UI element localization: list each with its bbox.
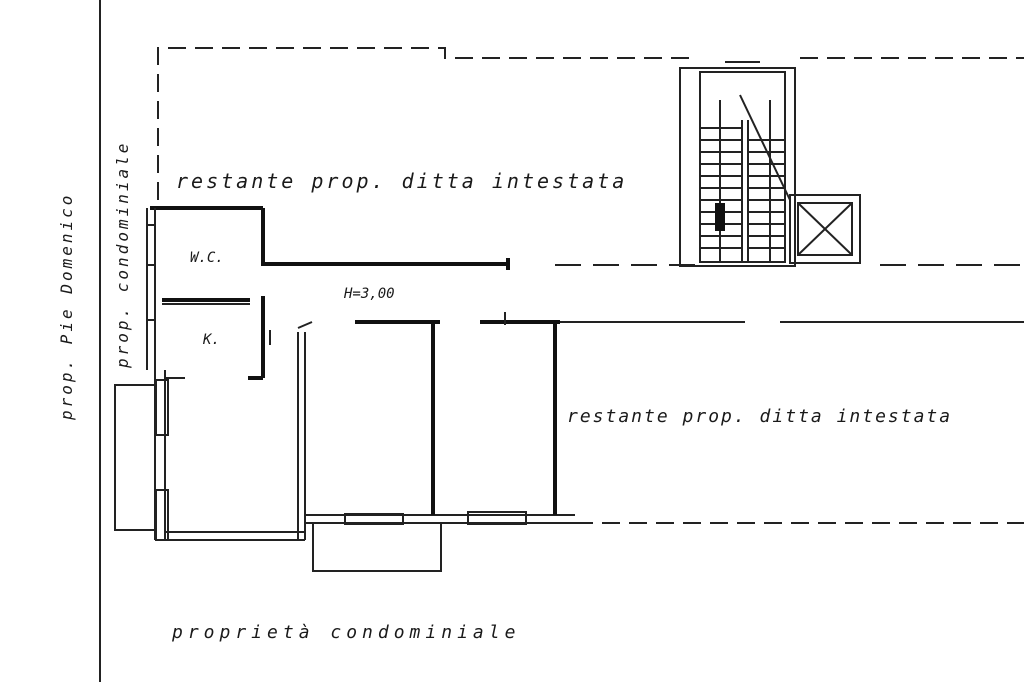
apartment-walls — [114, 206, 575, 572]
label-left-outer: prop. Pie Domenico — [57, 193, 76, 421]
elevator-shaft — [789, 194, 861, 264]
label-right-area: restante prop. ditta intestata — [567, 406, 952, 427]
label-left-inner: prop. condominiale — [113, 141, 132, 369]
label-height: H=3,00 — [343, 286, 395, 302]
label-kitchen: K. — [202, 332, 220, 348]
top-dashed-boundary — [157, 47, 1024, 200]
label-top-area: restante prop. ditta intestata — [176, 169, 627, 193]
stair-core — [679, 61, 796, 267]
label-wc: W.C. — [190, 250, 224, 266]
label-bottom-area: proprietà condominiale — [171, 622, 520, 643]
